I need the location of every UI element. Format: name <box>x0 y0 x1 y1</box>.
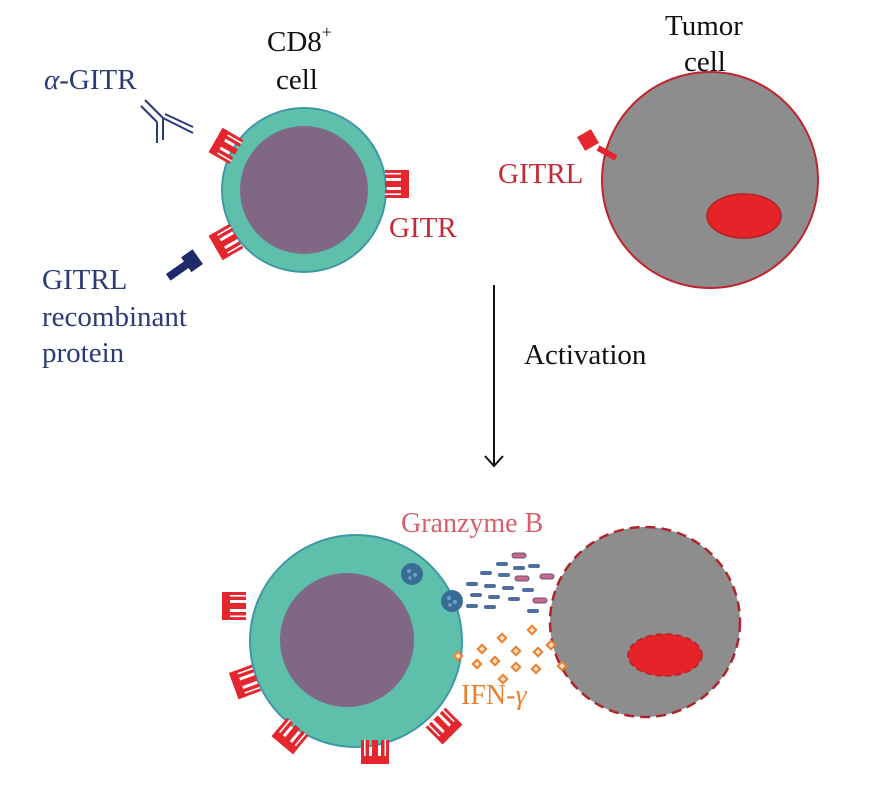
tumor-cell-label: cell <box>684 46 726 78</box>
cd8-label: CD8+ <box>267 22 332 58</box>
gitr-receptor <box>222 592 246 620</box>
alpha-gitr-label: α-GITR <box>44 64 137 96</box>
cd8-cell-label: cell <box>276 64 318 96</box>
tumor-cytoplasm <box>601 71 819 289</box>
alpha-gitr-antibody-icon <box>140 99 194 143</box>
cd8-cell-top <box>221 107 387 273</box>
cd8-cell-bottom <box>249 534 463 748</box>
activation-label: Activation <box>524 339 647 371</box>
recombinant-label-line2: recombinant <box>42 301 187 333</box>
tumor-cytoplasm <box>548 525 742 719</box>
granzyme-b-label: Granzyme B <box>401 508 543 539</box>
recombinant-label-line3: protein <box>42 337 125 369</box>
granule-icon <box>401 563 423 585</box>
ifn-gamma-particles <box>452 624 568 685</box>
tumor-cell-top <box>601 71 819 289</box>
tumor-nucleus <box>706 193 782 239</box>
granule-icon <box>441 590 463 612</box>
gitr-receptor <box>361 740 389 764</box>
gitr-label: GITR <box>389 212 457 244</box>
tumor-cell-bottom <box>548 525 742 719</box>
cd8-nucleus <box>280 573 414 707</box>
gitrl-ligand-icon <box>577 129 618 161</box>
tumor-label: Tumor <box>665 10 743 42</box>
tumor-nucleus <box>627 633 703 677</box>
gitrl-label: GITRL <box>498 158 583 190</box>
activation-arrow <box>484 285 504 468</box>
cd8-nucleus <box>240 126 368 254</box>
gitrl-recombinant-protein-icon <box>165 249 203 281</box>
recombinant-label-line1: GITRL <box>42 264 127 296</box>
ifn-gamma-label: IFN-γ <box>461 680 527 711</box>
granzyme-b-particles <box>466 552 555 613</box>
gitr-receptor <box>385 170 409 198</box>
